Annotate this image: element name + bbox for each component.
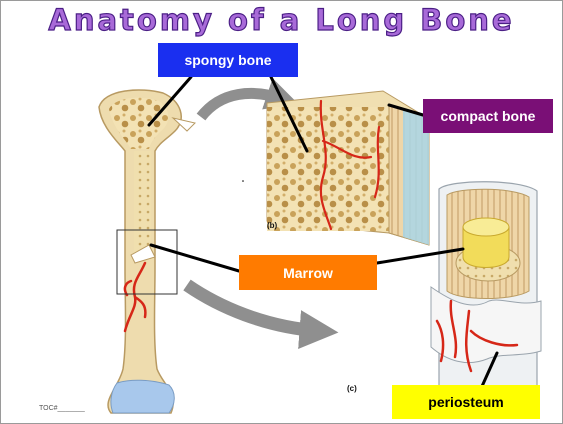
marrow-top	[463, 218, 509, 236]
stray-mark	[242, 180, 244, 182]
label-compact-bone: compact bone	[423, 99, 553, 133]
articular-cartilage	[111, 380, 174, 413]
label-marrow: Marrow	[239, 255, 377, 290]
marrow-cavity	[134, 151, 151, 253]
label-periosteum: periosteum	[392, 385, 540, 419]
long-bone	[99, 90, 195, 413]
caption-c: (c)	[347, 384, 357, 393]
pointer-marrow-a	[151, 245, 239, 271]
label-spongy-bone: spongy bone	[158, 43, 298, 77]
caption-b: (b)	[267, 221, 277, 230]
toc-footer: TOC#_______	[39, 405, 85, 412]
arrow-to-c	[187, 285, 319, 331]
bone-section-b	[267, 91, 429, 245]
trabeculae	[267, 107, 389, 231]
